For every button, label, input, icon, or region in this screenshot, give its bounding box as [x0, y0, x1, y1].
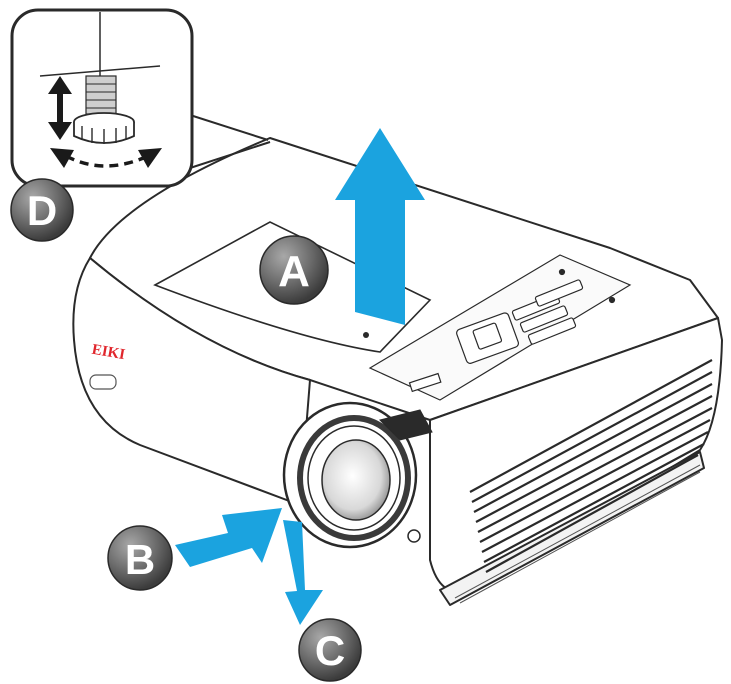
dlp-badge — [89, 374, 117, 390]
callout-d-label: D — [27, 187, 57, 234]
projector-front — [72, 257, 311, 506]
callout-a-label: A — [278, 247, 310, 296]
callout-c-label: C — [315, 627, 345, 674]
lens-assembly — [282, 401, 433, 549]
bottom-vents — [454, 464, 701, 604]
control-panel — [368, 254, 632, 401]
arrow-b-right — [175, 508, 282, 567]
rotation-arrow-icon — [50, 148, 162, 168]
ir-sensor — [407, 529, 421, 543]
projector-side — [429, 317, 723, 593]
callout-b: B — [107, 525, 173, 591]
arrow-c-down — [283, 520, 323, 625]
callout-a: A — [259, 235, 329, 305]
foot-adjust-inset — [10, 8, 271, 188]
side-vents — [469, 359, 713, 573]
double-headed-arrow-icon — [48, 76, 72, 140]
arrow-a-up — [335, 128, 425, 325]
lens-glass — [321, 439, 391, 521]
brand-logo: EIKI — [91, 342, 127, 364]
callout-d: D — [10, 178, 74, 242]
callout-b-label: B — [125, 536, 155, 583]
callout-c: C — [298, 618, 362, 682]
